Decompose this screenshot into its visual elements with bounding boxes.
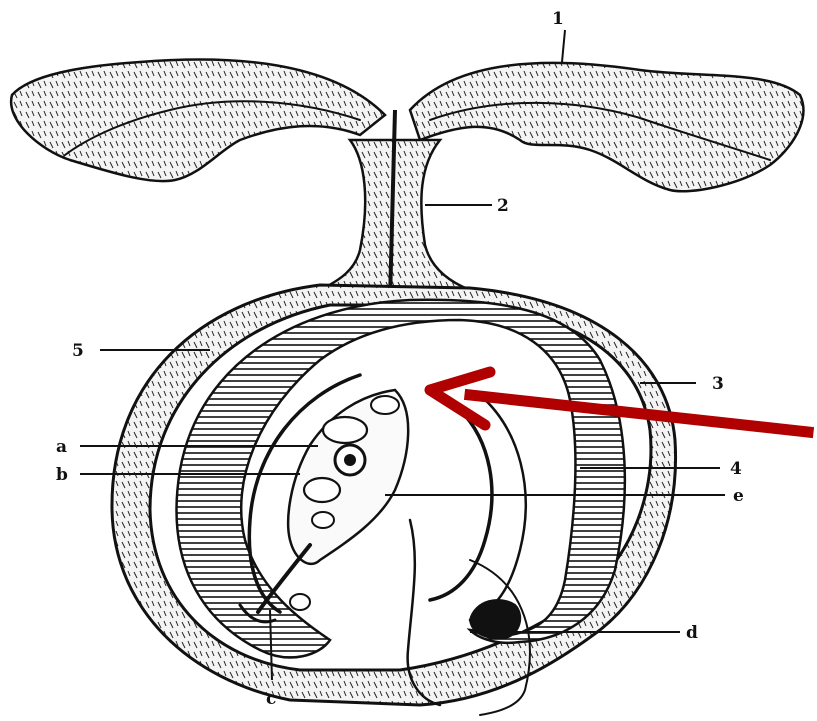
label-4: 4 (730, 459, 742, 479)
polar-nucleus-upper (323, 417, 367, 443)
label-e: e (733, 486, 744, 506)
leader-1 (562, 30, 565, 62)
label-d: d (686, 623, 698, 643)
label-3: 3 (712, 374, 724, 394)
label-b: b (56, 465, 68, 485)
stigma-left-lobe (11, 60, 385, 182)
antipodal-cells (371, 396, 399, 414)
polar-nucleus-lower (304, 478, 340, 502)
egg-cell (312, 512, 334, 528)
label-c: c (266, 689, 276, 709)
label-1: 1 (552, 9, 564, 29)
label-a: a (56, 437, 67, 457)
label-5: 5 (72, 341, 84, 361)
label-2: 2 (497, 196, 509, 216)
stigma-right-lobe (410, 63, 803, 191)
central-nucleus-inner (344, 454, 356, 466)
micropyle-cell (290, 594, 310, 610)
